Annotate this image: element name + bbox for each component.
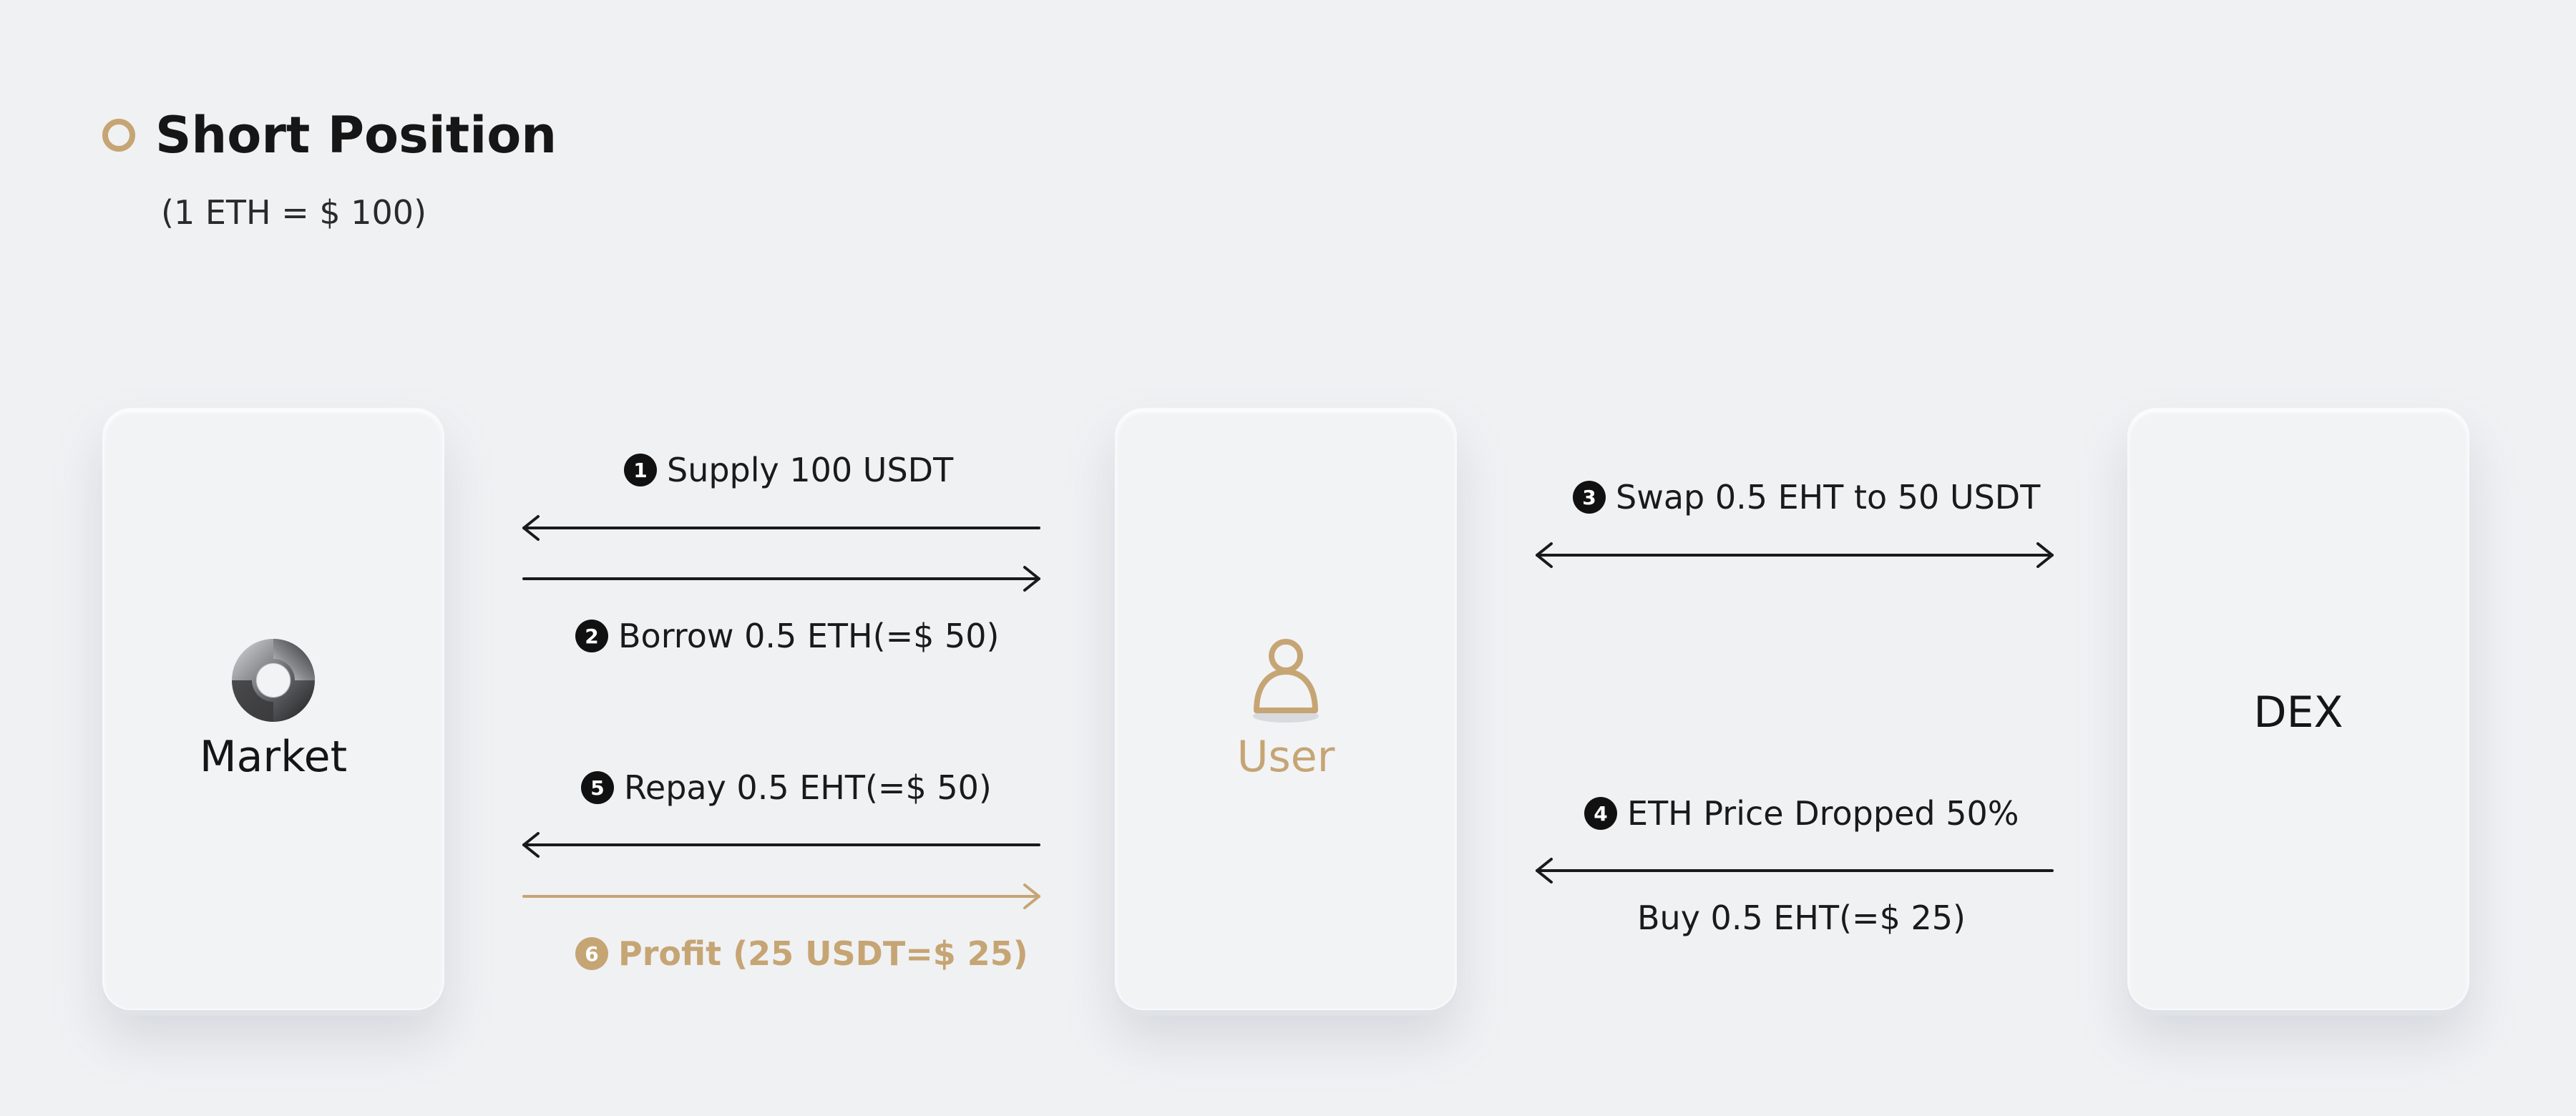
- step-number-1: 1: [624, 454, 657, 486]
- market-logo-icon: [232, 639, 315, 722]
- step-number-2: 2: [575, 620, 608, 652]
- step-number-4: 4: [1584, 797, 1617, 830]
- user-card: User: [1115, 408, 1457, 1010]
- flow-label-profit: 6 Profit (25 USDT=$ 25): [575, 934, 1028, 973]
- arrow-supply: [522, 515, 1040, 541]
- arrow-swap: [1536, 542, 2054, 568]
- flow-label-price-drop: 4 ETH Price Dropped 50%: [1584, 794, 2019, 833]
- supply-text: Supply 100 USDT: [667, 451, 954, 489]
- flow-label-repay: 5 Repay 0.5 EHT(=$ 50): [581, 768, 992, 807]
- step-number-3: 3: [1573, 481, 1606, 514]
- market-label: Market: [199, 732, 348, 782]
- step-number-6: 6: [575, 937, 608, 970]
- user-label: User: [1236, 732, 1335, 782]
- title-bullet-icon: [102, 119, 135, 152]
- diagram-header: Short Position (1 ETH = $ 100): [102, 106, 557, 232]
- repay-text: Repay 0.5 EHT(=$ 50): [624, 768, 992, 807]
- arrow-buy: [1536, 858, 2054, 884]
- borrow-text: Borrow 0.5 ETH(=$ 50): [618, 617, 1000, 655]
- buy-text: Buy 0.5 EHT(=$ 25): [1637, 899, 1966, 937]
- profit-text: Profit (25 USDT=$ 25): [618, 934, 1028, 973]
- swap-text: Swap 0.5 EHT to 50 USDT: [1616, 478, 2041, 517]
- flow-label-borrow: 2 Borrow 0.5 ETH(=$ 50): [575, 617, 999, 655]
- page-title: Short Position: [155, 106, 557, 165]
- arrow-profit: [522, 884, 1040, 909]
- arrow-repay: [522, 832, 1040, 858]
- flow-label-swap: 3 Swap 0.5 EHT to 50 USDT: [1573, 478, 2040, 517]
- arrow-borrow: [522, 566, 1040, 592]
- user-icon: [1253, 639, 1319, 723]
- title-row: Short Position: [102, 106, 557, 165]
- page-subtitle: (1 ETH = $ 100): [161, 193, 427, 232]
- dex-card: DEX: [2127, 408, 2469, 1010]
- step-number-5: 5: [581, 771, 614, 804]
- flow-label-buy: Buy 0.5 EHT(=$ 25): [1637, 899, 1966, 937]
- flow-label-supply: 1 Supply 100 USDT: [624, 451, 953, 489]
- price-drop-text: ETH Price Dropped 50%: [1627, 794, 2019, 833]
- dex-label: DEX: [2253, 687, 2343, 738]
- market-card: Market: [102, 408, 444, 1010]
